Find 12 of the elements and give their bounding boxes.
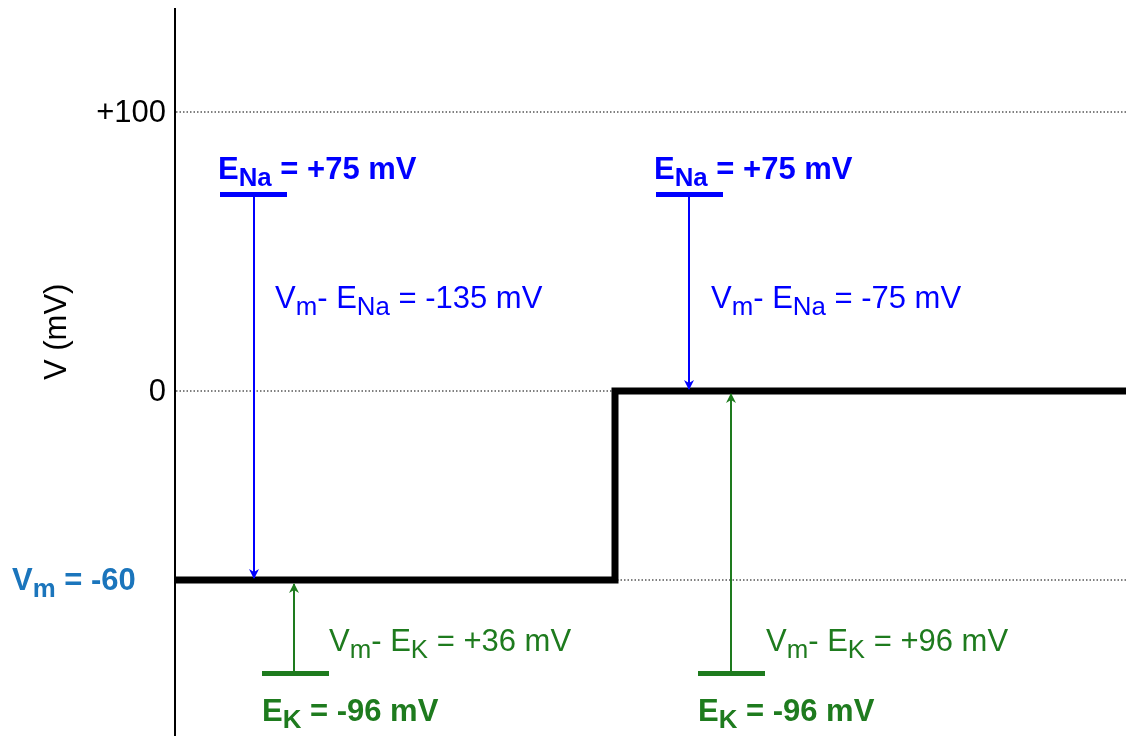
arrow <box>289 583 299 674</box>
reversal-potential-label: E$_{Na}$ = +75 mV <box>218 152 417 192</box>
arrow <box>726 393 736 674</box>
reversal-potential-label: E$_{K}$ = -96 mV <box>262 694 439 734</box>
reversal-potential-label: E$_{K}$ = -96 mV <box>698 694 875 734</box>
value-label: V$_{m}$ = -60 <box>12 562 136 604</box>
tick-label: 0 <box>148 373 166 409</box>
axis-title: V (mV) <box>38 283 74 380</box>
tick-label: +100 <box>96 94 166 130</box>
arrow <box>684 195 694 390</box>
arrow <box>249 195 259 579</box>
reversal-potential-label: E$_{Na}$ = +75 mV <box>654 152 853 192</box>
